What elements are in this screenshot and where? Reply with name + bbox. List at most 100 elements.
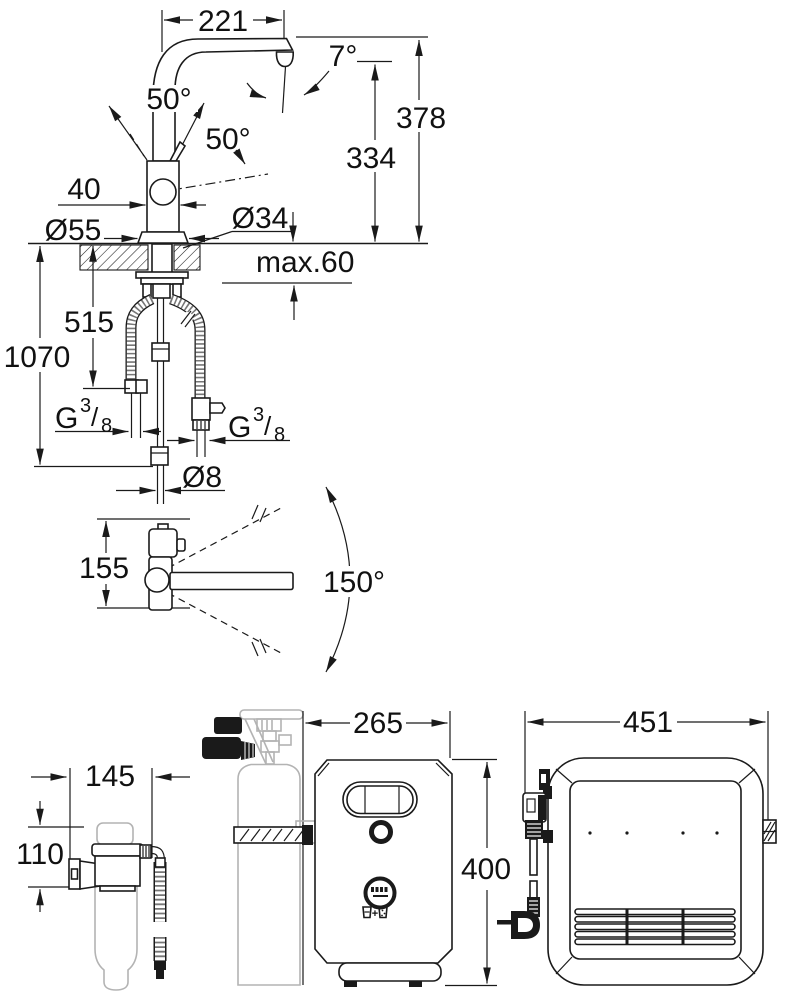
- dim-cooler-height: 400: [445, 758, 511, 987]
- dim-deck-thickness: max.60: [222, 212, 354, 320]
- supply-hoses: [124, 293, 226, 504]
- thread-den: 8: [101, 415, 112, 437]
- thread-num: 3: [80, 395, 91, 417]
- co2-bottle: [237, 763, 301, 986]
- supply-hose-right: [168, 293, 226, 457]
- cooler-housing: [314, 759, 453, 964]
- thread-g: G: [55, 402, 78, 435]
- swivel-arm-ghost-lower: [167, 592, 282, 654]
- hose-end-connector: [154, 961, 166, 970]
- thread-slash: /: [91, 402, 99, 432]
- power-button: [369, 820, 393, 844]
- pressure-regulator: [202, 717, 255, 760]
- hose-connector-lower: [150, 446, 169, 466]
- dim-label-515: 515: [64, 306, 114, 339]
- aerator-axis-line: [281, 66, 287, 114]
- dim-hose-total: 1070: [4, 245, 153, 468]
- supply-hose-left: [124, 294, 155, 438]
- mounting-shank: [135, 243, 189, 299]
- dim-filter-width: 145: [31, 760, 190, 878]
- thread-g: G: [228, 411, 251, 444]
- filter-cap: [96, 822, 134, 846]
- dim-label-155: 155: [79, 552, 129, 585]
- power-cord: [497, 786, 553, 939]
- mixer-knob: [149, 178, 177, 206]
- dim-spout-reach: 221: [161, 5, 285, 52]
- power-plug-icon: [497, 911, 540, 939]
- faucet-spout: [152, 37, 294, 162]
- plus-icon: +: [372, 908, 378, 920]
- dim-label-1070: 1070: [4, 341, 71, 374]
- faucet-top-view: 155 150°: [79, 486, 388, 673]
- dim-height-total: 378: [296, 36, 446, 242]
- dim-hole-diameter: Ø34: [182, 202, 291, 249]
- dim-label-o34: Ø34: [232, 202, 289, 235]
- hose-connector-upper: [151, 342, 170, 362]
- thread-slash: /: [264, 411, 272, 441]
- co2-valve: [256, 718, 292, 765]
- countertop: [28, 242, 428, 271]
- dim-label-max60: max.60: [256, 246, 354, 279]
- dim-label-451: 451: [623, 706, 673, 739]
- side-panel-face: [569, 780, 742, 960]
- aerator: [275, 51, 295, 68]
- dim-thread-left: G 3 / 8: [55, 395, 161, 437]
- cooler-side-housing: [547, 757, 764, 986]
- dim-cooler-depth: 451: [524, 706, 769, 820]
- thread-den: 8: [274, 424, 285, 446]
- swivel-arm-ghost-upper: [167, 507, 282, 569]
- dim-swivel-height: 155: [79, 518, 190, 609]
- thread-num: 3: [253, 404, 264, 426]
- filter-hose: [153, 857, 167, 979]
- panel-dot: [715, 831, 719, 835]
- dim-label-o8: Ø8: [182, 461, 222, 494]
- dim-label-o55: Ø55: [45, 214, 102, 247]
- mounting-strap: [233, 825, 313, 845]
- faucet-cap-top: [148, 528, 178, 558]
- filter-cartridge: [94, 885, 138, 991]
- base-escutcheon: [136, 231, 190, 244]
- panel-dot: [588, 831, 592, 835]
- filter-head: [91, 843, 144, 892]
- base-plinth: [338, 962, 442, 982]
- co2-bottle-assembly: [202, 709, 316, 986]
- foot-left: [344, 981, 357, 987]
- cable-upper: [529, 838, 538, 876]
- vent-grille: [574, 908, 736, 946]
- panel-dot: [625, 831, 629, 835]
- swivel-spout-arm: [169, 571, 294, 591]
- dim-label-150deg: 150°: [323, 566, 385, 599]
- dim-hose-a: 515: [64, 245, 130, 390]
- dim-label-378: 378: [396, 102, 446, 135]
- foot-right: [409, 981, 422, 987]
- dim-label-334: 334: [346, 142, 396, 175]
- water-type-icons: +: [362, 906, 388, 920]
- dim-label-110: 110: [16, 838, 64, 871]
- angle-valve: [191, 397, 226, 431]
- dim-label-50b: 50°: [205, 123, 250, 156]
- cooler-side-view: 451: [497, 706, 777, 986]
- dim-label-145: 145: [85, 760, 135, 793]
- dim-label-221: 221: [198, 5, 248, 38]
- dim-cooler-width: 265: [305, 707, 451, 758]
- dim-label-400: 400: [461, 853, 511, 886]
- swivel-joint: [144, 567, 170, 593]
- cooler-front-view: 265 +: [305, 707, 511, 987]
- bottle-top-bar: [239, 709, 304, 720]
- dim-swivel-angle: 150°: [321, 486, 388, 673]
- dim-spout-tilt: 7°: [246, 40, 392, 99]
- dim-label-7deg: 7°: [329, 40, 358, 73]
- dim-lever-swing-side: 50°: [165, 123, 269, 192]
- cable-lower: [529, 880, 538, 900]
- dim-filter-height: 110: [16, 801, 84, 912]
- carry-handle-recess: [342, 781, 418, 818]
- dim-body-width: 40: [58, 173, 206, 209]
- side-connector: [762, 819, 777, 844]
- dim-height-outlet: 334: [346, 64, 396, 242]
- lever-stub-top: [176, 538, 186, 552]
- dim-label-50a: 50°: [146, 83, 191, 116]
- faucet-front-view: 221 7° 378 334: [4, 5, 446, 504]
- dim-label-40: 40: [67, 173, 100, 206]
